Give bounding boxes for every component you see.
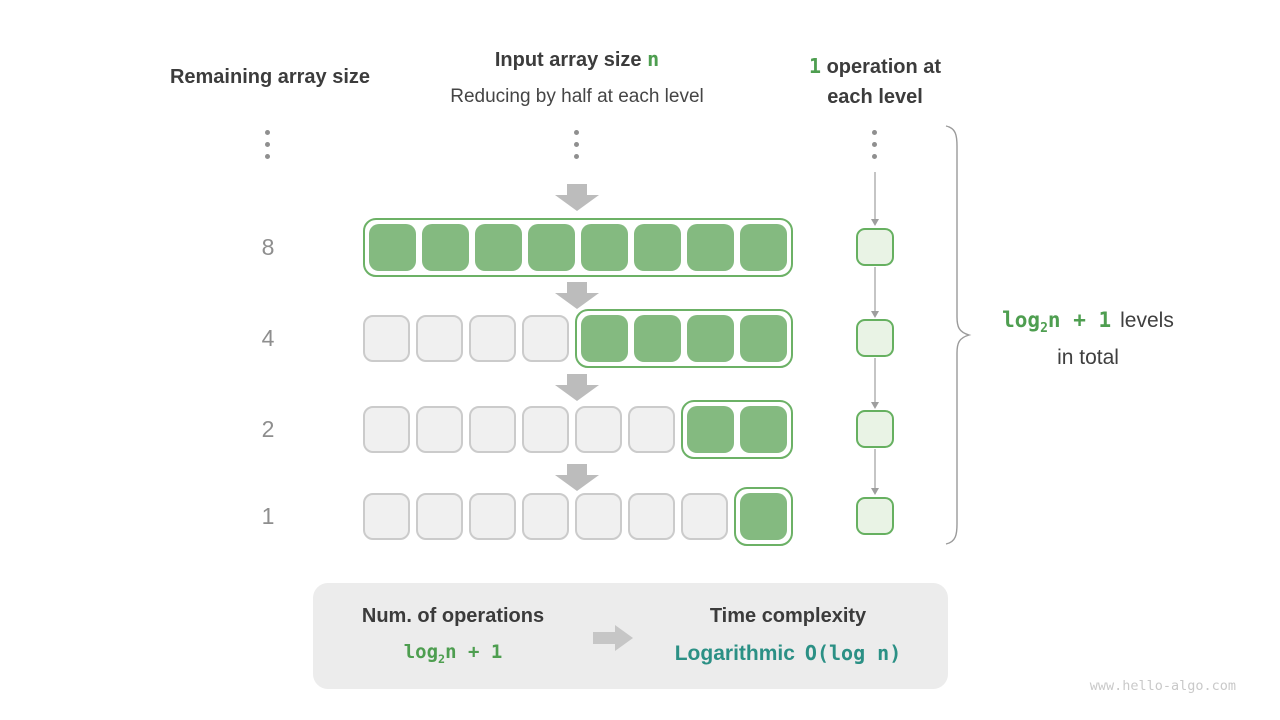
operations-formula: log2n + 1 xyxy=(403,641,503,666)
n-symbol: n xyxy=(647,47,660,71)
array-cell-empty xyxy=(522,493,569,540)
array-cell-empty xyxy=(469,493,516,540)
array-cell-empty xyxy=(575,406,622,453)
remaining-size-label: 8 xyxy=(261,234,275,260)
ellipsis-dots-icon xyxy=(265,130,270,159)
array-cell-active xyxy=(687,315,734,362)
flow-arrow-icon xyxy=(593,625,633,651)
array-cell-active xyxy=(740,493,787,540)
connector-arrowhead-icon xyxy=(871,402,879,409)
array-cell-active xyxy=(422,224,469,271)
down-arrow-icon xyxy=(555,374,599,401)
array-cell-active xyxy=(687,406,734,453)
remaining-size-label: 2 xyxy=(261,416,275,442)
array-cell-active xyxy=(581,315,628,362)
array-cell-empty xyxy=(575,493,622,540)
array-cell-empty xyxy=(363,315,410,362)
array-cell-active xyxy=(740,406,787,453)
down-arrow-icon xyxy=(555,464,599,491)
watermark: www.hello-algo.com xyxy=(1089,678,1236,694)
highlight-frame xyxy=(363,218,793,277)
array-cell-empty xyxy=(469,315,516,362)
operation-box xyxy=(856,410,894,448)
array-cell-active xyxy=(581,224,628,271)
header-remaining-array-size: Remaining array size xyxy=(169,66,371,88)
array-row xyxy=(363,487,793,546)
operation-box xyxy=(856,497,894,535)
ellipsis-dots-icon xyxy=(872,130,877,159)
operation-box xyxy=(856,319,894,357)
array-row xyxy=(363,218,793,277)
array-cell-empty xyxy=(522,406,569,453)
header-operations: 1 operation at each level xyxy=(770,51,980,112)
header-input-array-size: Input array size n Reducing by half at e… xyxy=(397,47,757,108)
array-cell-active xyxy=(475,224,522,271)
count-symbol: 1 xyxy=(808,54,822,78)
highlight-frame xyxy=(575,309,793,368)
operations-title: Num. of operations xyxy=(361,605,545,627)
connector-arrowhead-icon xyxy=(871,488,879,495)
array-cell-empty xyxy=(628,406,675,453)
down-arrow-icon xyxy=(555,184,599,211)
array-cell-empty xyxy=(469,406,516,453)
levels-total-line2: in total xyxy=(1057,346,1119,370)
array-cell-active xyxy=(687,224,734,271)
array-cell-empty xyxy=(416,315,463,362)
remaining-size-label: 1 xyxy=(261,503,275,529)
array-cell-empty xyxy=(416,406,463,453)
down-arrow-icon xyxy=(555,282,599,309)
array-cell-active xyxy=(369,224,416,271)
array-cell-empty xyxy=(681,493,728,540)
array-cell-empty xyxy=(522,315,569,362)
array-row xyxy=(363,309,793,368)
ellipsis-dots-icon xyxy=(574,130,579,159)
array-cell-active xyxy=(634,224,681,271)
array-cell-empty xyxy=(416,493,463,540)
connector-arrowhead-icon xyxy=(871,219,879,226)
summary-box: Num. of operations log2n + 1 Time comple… xyxy=(313,583,948,689)
array-cell-active xyxy=(740,224,787,271)
array-row xyxy=(363,400,793,459)
array-cell-empty xyxy=(628,493,675,540)
array-cell-empty xyxy=(363,493,410,540)
summary-operations: Num. of operations log2n + 1 xyxy=(323,605,583,666)
array-cell-active xyxy=(740,315,787,362)
operation-box xyxy=(856,228,894,266)
header-input-line2: Reducing by half at each level xyxy=(450,86,704,107)
array-cell-active xyxy=(528,224,575,271)
header-input-line1: Input array size n xyxy=(494,47,660,71)
remaining-size-label: 4 xyxy=(261,325,275,351)
highlight-frame xyxy=(681,400,793,459)
highlight-frame xyxy=(734,487,793,546)
complexity-title: Time complexity xyxy=(709,605,867,627)
array-cell-active xyxy=(634,315,681,362)
header-operations-line1: 1 operation at xyxy=(808,54,942,78)
header-operations-line2: each level xyxy=(827,86,923,108)
connector-arrowhead-icon xyxy=(871,311,879,318)
curly-brace-icon xyxy=(945,125,972,545)
array-cell-empty xyxy=(363,406,410,453)
log-formula: log2n + 1 xyxy=(1002,308,1112,337)
